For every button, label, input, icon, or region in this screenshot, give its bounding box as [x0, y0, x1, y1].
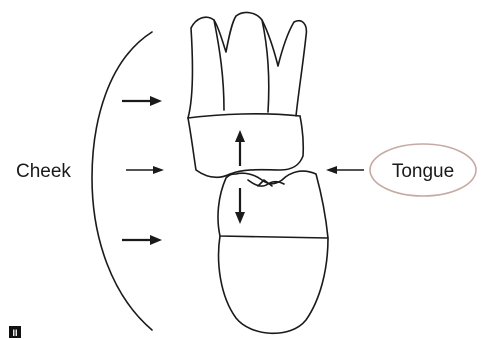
- lower-tooth-root: [219, 236, 328, 333]
- upper-tooth-neck: [188, 116, 303, 177]
- cheek-label: Cheek: [16, 161, 71, 182]
- cheek-arrow-top: [122, 96, 162, 106]
- arrow-down: [235, 188, 245, 224]
- arrow-up: [235, 130, 245, 166]
- upper-tooth-ridge: [214, 20, 224, 110]
- tongue-arrow: [326, 166, 364, 174]
- upper-tooth-cej-line: [188, 114, 300, 118]
- cheek-arrow-middle: [126, 166, 164, 174]
- corner-mark-label: II: [12, 328, 17, 338]
- upper-tooth-crown: [188, 13, 306, 118]
- cheek-arrow-bottom: [122, 235, 162, 245]
- tongue-label: Tongue: [392, 161, 454, 182]
- cheek-boundary-curve: [92, 32, 152, 330]
